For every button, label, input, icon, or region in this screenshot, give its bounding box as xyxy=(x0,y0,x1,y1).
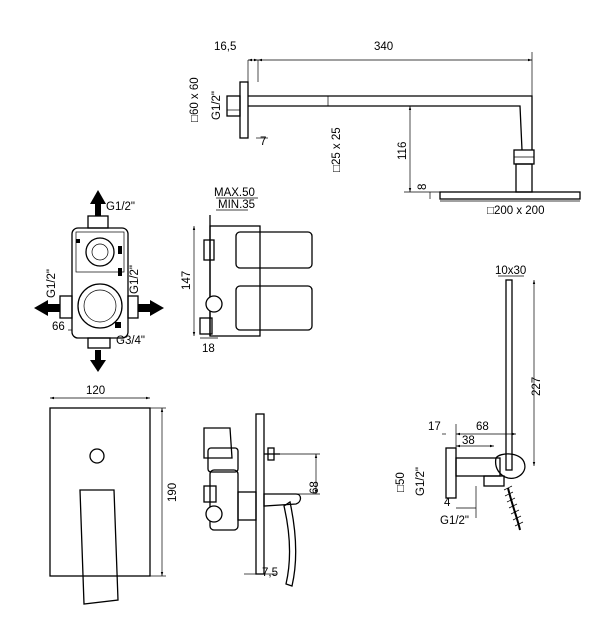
dim-outlet-spacing: 38 xyxy=(462,435,475,447)
dim-bottom-offset: 66 xyxy=(52,321,65,333)
dim-thread-bottom: G1/2" xyxy=(440,515,469,527)
dim-head-size: □200 x 200 xyxy=(487,205,544,217)
dim-outlet-offset: 17 xyxy=(428,421,441,433)
lower-cartridge xyxy=(235,285,313,331)
dim-cover-height: 190 xyxy=(167,483,179,502)
dim-flange-offset: 16,5 xyxy=(214,41,236,53)
dim-head-thickness: 8 xyxy=(417,184,429,190)
dim-lever-height: 68 xyxy=(309,481,321,494)
dim-rail-section: 10x30 xyxy=(495,265,526,277)
dim-wall-plate: □60 x 60 xyxy=(189,77,201,122)
head-ball-joint xyxy=(515,163,533,193)
diverter-body xyxy=(203,427,233,459)
dim-drop: 116 xyxy=(397,142,409,160)
lever-upper xyxy=(263,493,302,507)
mixer-lever-front xyxy=(79,489,119,605)
dim-bottom-thread: G3/4" xyxy=(116,335,145,347)
diverter-button xyxy=(89,448,105,464)
dim-arm-section: □25 x 25 xyxy=(331,127,343,172)
dim-right-thread: G1/2" xyxy=(129,265,141,294)
outlet-plate xyxy=(445,447,457,499)
arrow-down-icon xyxy=(90,360,106,372)
valve-front-view: G1/2" G1/2" G1/2" 66 G3/4" xyxy=(34,190,164,372)
arm-bend-inner xyxy=(512,105,523,151)
shower-arm-view: 16,5 340 □60 x 60 G1/2" 7 □25 x 25 116 8… xyxy=(189,41,581,217)
wall-outlet xyxy=(455,457,501,477)
dim-left-thread: G1/2" xyxy=(46,269,58,298)
dim-cover-width: 120 xyxy=(86,385,105,397)
dim-valve-height: 147 xyxy=(181,271,193,290)
dim-top-thread: G1/2" xyxy=(106,201,135,213)
dim-gap: 4 xyxy=(444,497,451,509)
arrow-right-icon xyxy=(150,300,164,316)
upper-port xyxy=(85,237,115,267)
mixer-side-view: 68 7,5 xyxy=(203,413,321,587)
main-port xyxy=(77,283,123,329)
dim-wall-gap: 7 xyxy=(260,136,266,148)
dim-rail-length: 227 xyxy=(531,377,543,396)
cover-plate-view: 120 190 xyxy=(49,385,179,605)
dim-outlet-length: 68 xyxy=(476,421,489,433)
dim-plate-size: □50 xyxy=(395,472,407,492)
hand-shower-rail xyxy=(505,279,513,471)
dim-depth-min: MIN.35 xyxy=(218,199,255,211)
dim-depth-max: MAX.50 xyxy=(214,187,255,199)
dim-valve-base: 18 xyxy=(202,343,215,355)
wall-plate xyxy=(239,81,249,139)
valve-body-outline xyxy=(71,227,129,339)
valve-side-body xyxy=(209,225,261,337)
dim-plate-thickness: 7,5 xyxy=(262,567,278,579)
dim-arm-thread: G1/2" xyxy=(211,91,223,120)
cover-plate xyxy=(49,407,151,577)
mixer-port xyxy=(205,505,223,523)
shower-holder xyxy=(494,453,526,479)
dim-thread-top: G1/2" xyxy=(415,467,427,496)
dim-arm-length: 340 xyxy=(374,41,393,53)
mixer-plate-side xyxy=(255,413,265,575)
upper-cartridge xyxy=(235,231,313,269)
shower-head xyxy=(439,191,581,200)
arrow-up-icon xyxy=(90,190,106,204)
arrow-left-icon xyxy=(34,300,48,316)
wall-connector xyxy=(226,95,241,117)
side-port xyxy=(205,295,223,313)
hand-shower-view: 10x30 227 17 68 38 □50 G1/2" 4 G1/2" xyxy=(395,265,543,531)
hose xyxy=(507,487,521,531)
lever-handle xyxy=(283,500,297,587)
valve-side-view: MAX.50 MIN.35 147 18 xyxy=(181,187,313,355)
